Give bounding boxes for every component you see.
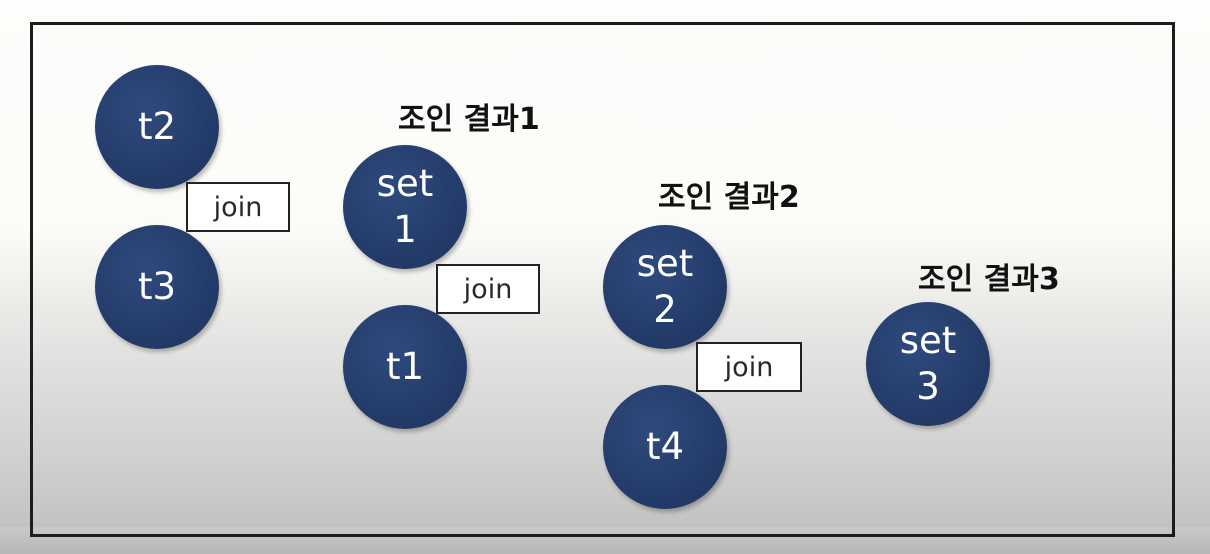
result-label-2: 조인 결과2 (658, 180, 800, 215)
node-t1: t1 (343, 305, 467, 429)
node-t4: t4 (603, 385, 727, 509)
node-set1: set 1 (343, 145, 467, 269)
node-set2: set 2 (603, 225, 727, 349)
result-label-3: 조인 결과3 (918, 262, 1060, 297)
result-label-1: 조인 결과1 (398, 102, 540, 137)
node-t3: t3 (95, 225, 219, 349)
diagram-frame (30, 22, 1175, 537)
join-box-1: join (186, 182, 290, 232)
join-box-3: join (696, 342, 802, 392)
join-box-2: join (436, 264, 540, 314)
bottom-bar (0, 527, 1210, 554)
node-set3: set 3 (866, 302, 990, 426)
node-t2: t2 (95, 65, 219, 189)
